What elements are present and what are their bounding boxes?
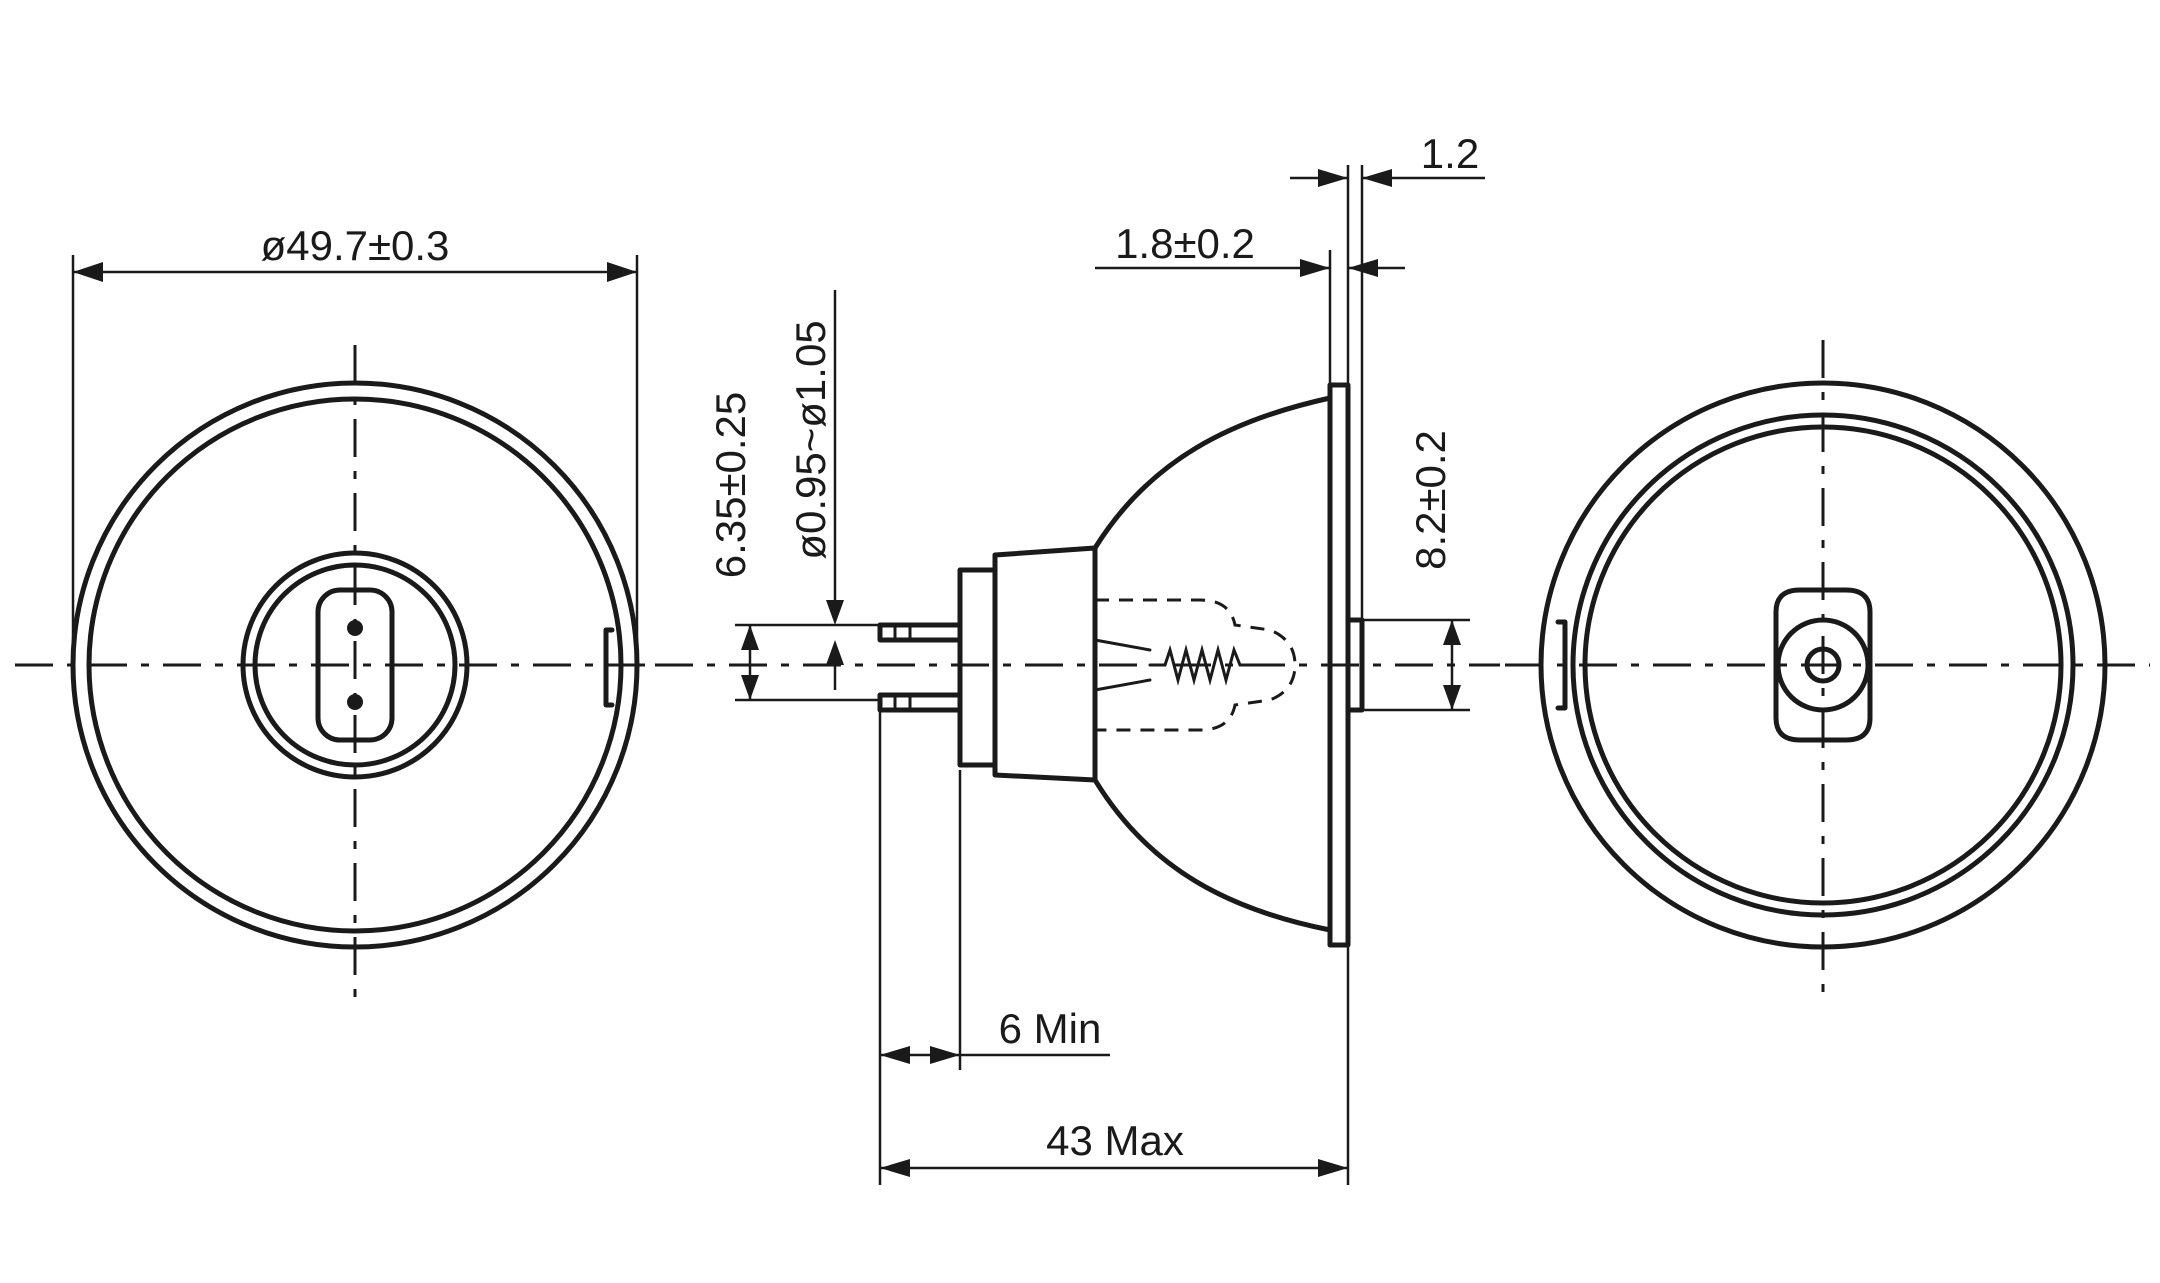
reflector-bottom <box>1092 777 1333 933</box>
pin-top <box>877 622 963 643</box>
pin-bottom <box>877 692 963 713</box>
reflector-top <box>1092 395 1333 551</box>
diameter-dimension: ø49.7±0.3 <box>71 222 639 665</box>
lead-top <box>1093 638 1152 652</box>
overall-length-label: 43 Max <box>1046 1117 1184 1164</box>
rim-width-label: 1.8±0.2 <box>1115 220 1255 267</box>
lead-pitch-label: 6.35±0.25 <box>707 392 754 579</box>
pin-dot-top <box>347 620 363 636</box>
overall-length-dimension: 43 Max <box>880 945 1350 1185</box>
filament <box>1148 644 1262 686</box>
lens-height-label: 8.2±0.2 <box>1407 430 1454 570</box>
lead-bottom <box>1093 678 1152 692</box>
pin-length-label: 6 Min <box>999 1005 1102 1052</box>
lens-height-dimension: 8.2±0.2 <box>1362 430 1470 712</box>
side-view <box>655 382 1500 948</box>
pin-diameter-label: ø0.95~ø1.05 <box>787 320 834 559</box>
base-body <box>957 567 998 768</box>
rear-cap <box>1773 587 1873 743</box>
pin-dot-bottom <box>347 694 363 710</box>
rim-width-dimension: 1.8±0.2 <box>1095 220 1405 385</box>
pin-diameter-dimension: ø0.95~ø1.05 <box>787 290 844 690</box>
glass-thickness-dimension: 1.2 <box>1290 130 1485 620</box>
lead-pitch-dimension: 6.35±0.25 <box>707 392 880 702</box>
pin-length-dimension: 6 Min <box>878 710 1110 1185</box>
front-diameter-label: ø49.7±0.3 <box>261 222 450 269</box>
front-rim-notch <box>603 627 615 708</box>
glass-thickness-label: 1.2 <box>1421 130 1479 177</box>
rear-view <box>1505 340 2150 1000</box>
front-view <box>15 345 690 1000</box>
